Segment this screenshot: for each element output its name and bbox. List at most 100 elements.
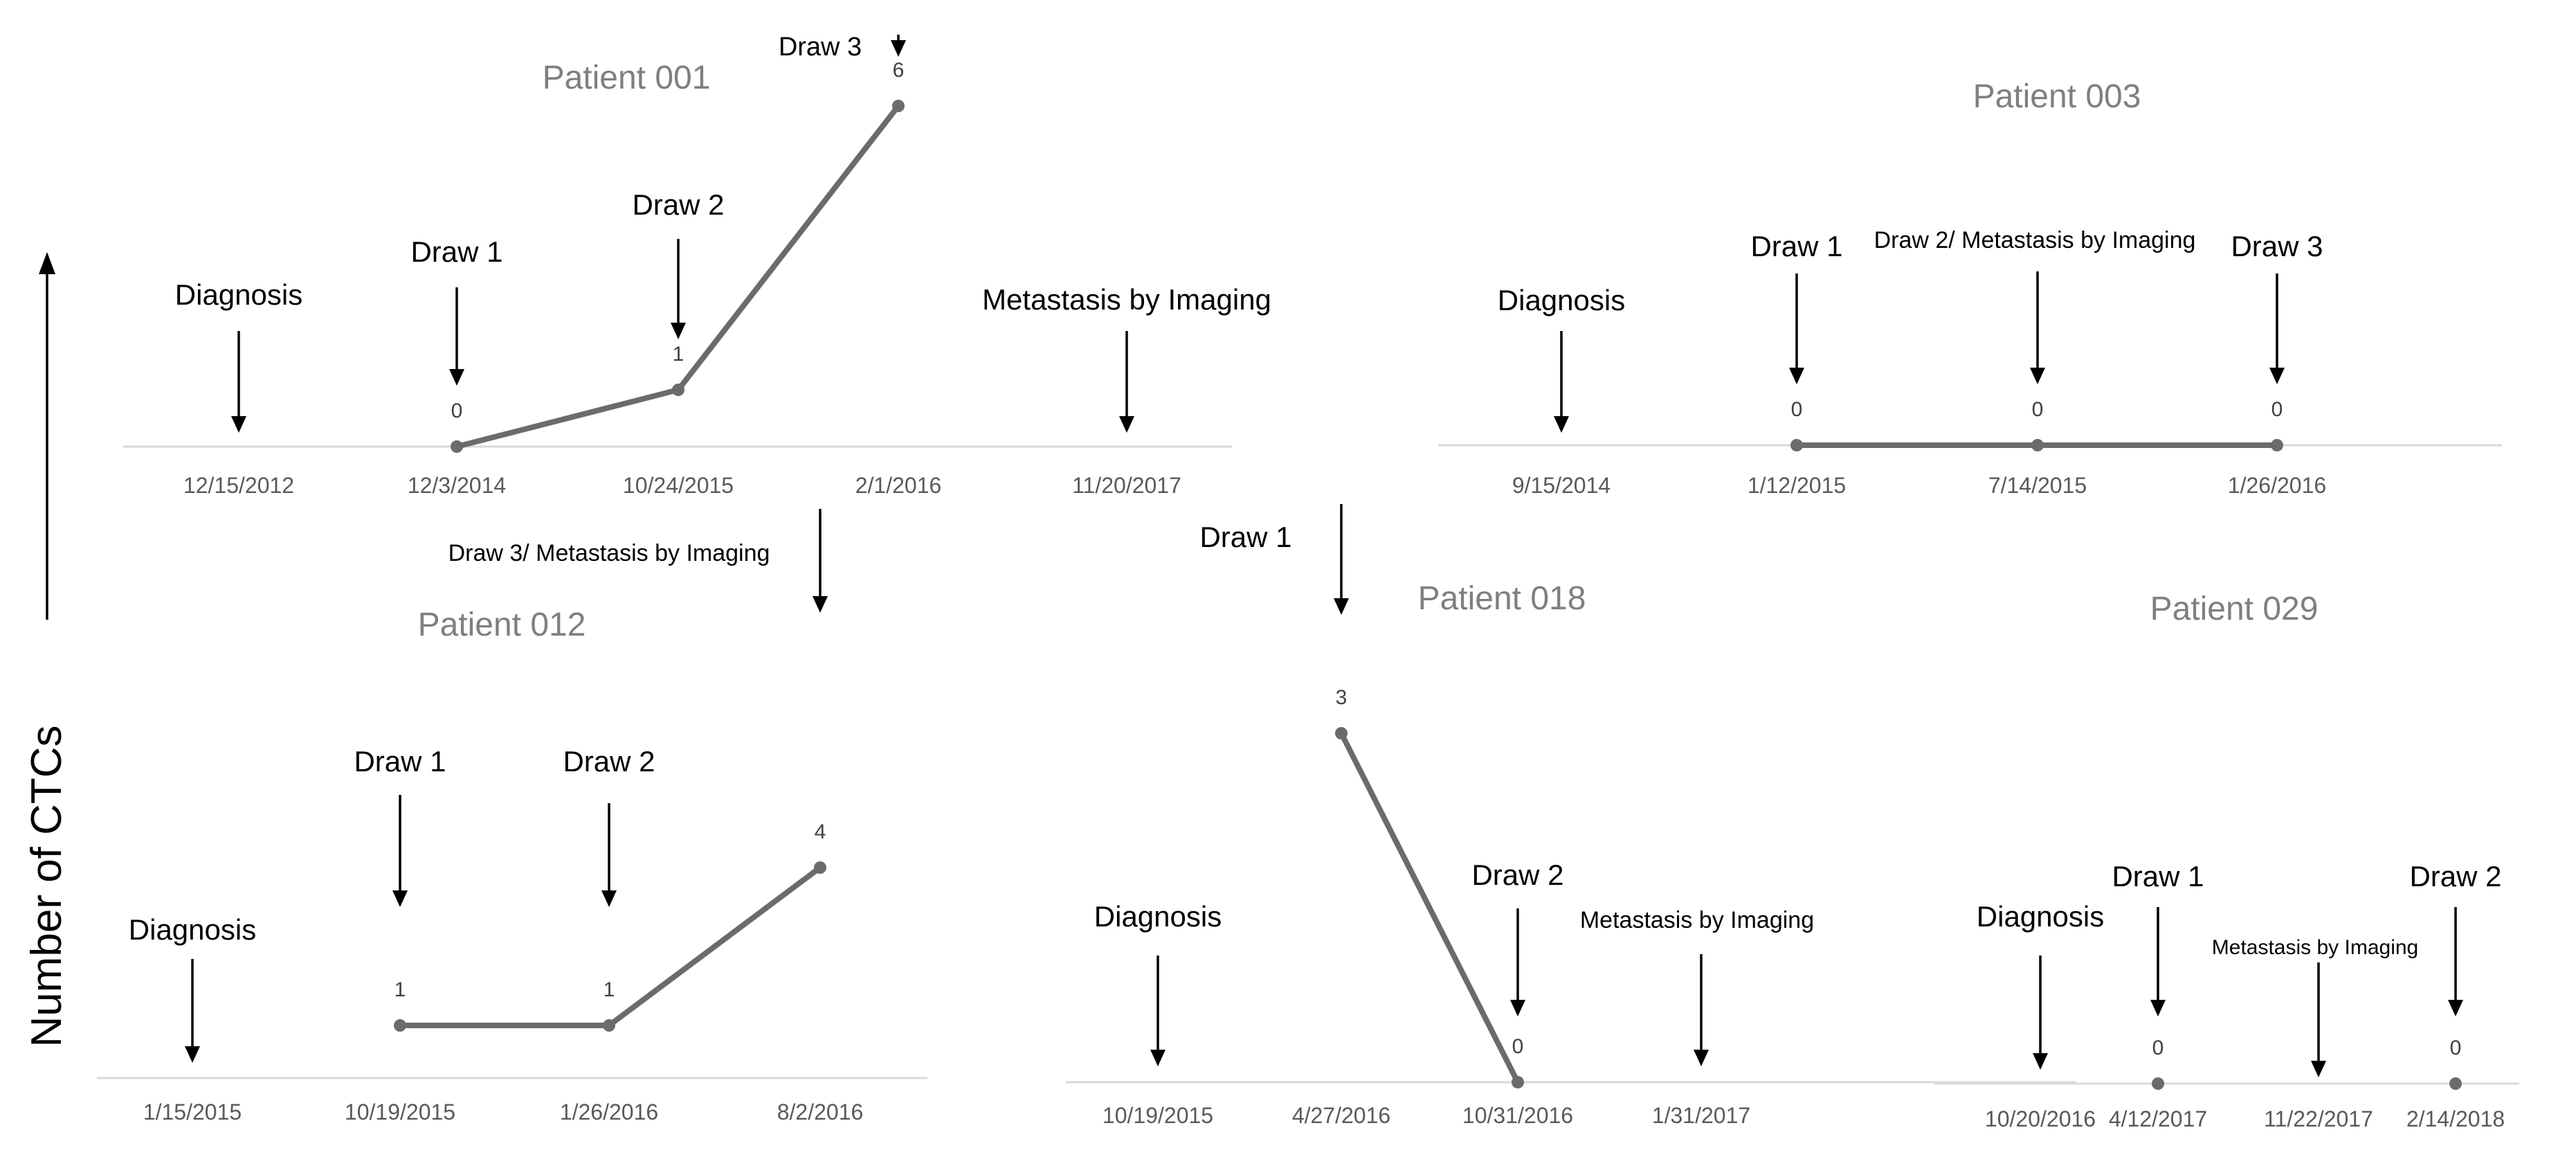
ctc-value-label: 0 bbox=[2450, 1037, 2462, 1059]
ctc-data-point bbox=[2152, 1077, 2164, 1090]
ctc-data-point bbox=[892, 100, 905, 112]
event-label: Draw 1 bbox=[354, 745, 446, 778]
event-label: Draw 1 bbox=[2112, 860, 2204, 893]
event-arrow-head bbox=[1334, 598, 1349, 615]
event-arrow-head bbox=[2448, 1000, 2463, 1016]
y-axis-arrow-head bbox=[39, 252, 55, 274]
panel-1: Patient 001 12/15/2012 12/3/2014 10/24/2015… bbox=[123, 33, 1271, 498]
x-tick-label: 10/19/2015 bbox=[1103, 1103, 1213, 1128]
ctc-value-label: 0 bbox=[1791, 398, 1803, 421]
ctc-value-label: 1 bbox=[604, 978, 615, 1001]
ctc-data-point bbox=[672, 384, 684, 396]
event-arrow-head bbox=[1150, 1050, 1165, 1066]
event-label: Draw 2 bbox=[563, 745, 655, 778]
x-tick-label: 7/14/2015 bbox=[1988, 473, 2087, 498]
event-arrow-head bbox=[2150, 1000, 2166, 1016]
ctc-value-label: 3 bbox=[1336, 686, 1348, 709]
panel-2: Patient 003 9/15/2014 1/12/2015 7/14/2015 1/… bbox=[1438, 78, 2502, 498]
event-label: Draw 2/ Metastasis by Imaging bbox=[1874, 227, 2196, 253]
event-label: Draw 1 bbox=[410, 235, 502, 268]
ctc-value-label: 0 bbox=[2032, 398, 2044, 421]
event-label: Diagnosis bbox=[175, 278, 302, 311]
event-arrow-head bbox=[601, 890, 617, 907]
event-label: Draw 2 bbox=[632, 188, 724, 221]
y-axis-label: Number of CTCs bbox=[23, 725, 71, 1047]
panel-title: Patient 001 bbox=[543, 60, 711, 96]
x-tick-label: 8/2/2016 bbox=[777, 1100, 864, 1124]
ctc-data-point bbox=[1512, 1076, 1524, 1088]
ctc-value-label: 0 bbox=[2271, 398, 2283, 421]
event-arrow-head bbox=[1510, 1000, 1525, 1016]
event-label: Diagnosis bbox=[1977, 900, 2104, 933]
x-tick-label: 2/1/2016 bbox=[855, 473, 942, 498]
chart-panels: Patient 001 12/15/2012 12/3/2014 10/24/2015… bbox=[97, 33, 2519, 1131]
ctc-value-label: 4 bbox=[815, 820, 826, 843]
x-tick-label: 1/26/2016 bbox=[560, 1100, 658, 1124]
x-tick-label: 1/15/2015 bbox=[143, 1100, 242, 1124]
ctc-value-label: 0 bbox=[2152, 1037, 2164, 1059]
x-tick-label: 1/31/2017 bbox=[1652, 1103, 1750, 1128]
x-tick-label: 11/20/2017 bbox=[1072, 473, 1181, 498]
event-label: Draw 3 bbox=[2231, 230, 2323, 262]
ctc-data-point bbox=[451, 440, 463, 453]
event-arrow-head bbox=[2311, 1061, 2326, 1077]
event-arrow-head bbox=[2269, 368, 2285, 384]
ctc-value-label: 1 bbox=[673, 343, 684, 366]
event-arrow-head bbox=[891, 40, 906, 57]
event-arrow-head bbox=[231, 416, 246, 433]
x-tick-label: 4/12/2017 bbox=[2109, 1106, 2207, 1131]
event-label: Metastasis by Imaging bbox=[2212, 936, 2418, 959]
event-label: Draw 3/ Metastasis by Imaging bbox=[448, 540, 770, 566]
x-tick-label: 12/3/2014 bbox=[408, 473, 506, 498]
event-label: Diagnosis bbox=[129, 913, 256, 946]
x-tick-label: 12/15/2012 bbox=[183, 473, 294, 498]
x-tick-label: 9/15/2014 bbox=[1512, 473, 1611, 498]
ctc-data-point bbox=[394, 1019, 406, 1032]
event-arrow-head bbox=[813, 596, 828, 613]
event-label: Draw 1 bbox=[1199, 521, 1291, 553]
event-arrow-head bbox=[2033, 1053, 2048, 1070]
x-tick-label: 1/26/2016 bbox=[2228, 473, 2326, 498]
ctc-series-line bbox=[1339, 730, 1521, 1085]
panel-3: Patient 012 1/15/2015 10/19/2015 1/26/2016 8… bbox=[97, 509, 927, 1124]
event-arrow-head bbox=[1694, 1050, 1709, 1066]
event-label: Draw 1 bbox=[1750, 230, 1842, 262]
event-arrow-head bbox=[2030, 368, 2045, 384]
event-label: Draw 2 bbox=[2409, 860, 2501, 893]
panel-title: Patient 018 bbox=[1418, 580, 1586, 617]
event-arrow-head bbox=[1119, 416, 1134, 433]
panel-title: Patient 012 bbox=[418, 607, 586, 643]
event-label: Diagnosis bbox=[1498, 284, 1625, 316]
ctc-data-point bbox=[2271, 439, 2283, 451]
ctc-data-point bbox=[603, 1019, 615, 1032]
event-arrow-head bbox=[449, 369, 464, 386]
x-tick-label: 10/24/2015 bbox=[623, 473, 734, 498]
ctc-value-label: 1 bbox=[394, 978, 406, 1001]
panel-4: Patient 018 10/19/2015 4/27/2016 10/31/2016… bbox=[1066, 504, 2076, 1128]
panel-title: Patient 003 bbox=[1973, 78, 2141, 115]
x-tick-label: 10/19/2015 bbox=[345, 1100, 455, 1124]
event-arrow-head bbox=[185, 1046, 200, 1063]
x-tick-label: 1/12/2015 bbox=[1748, 473, 1846, 498]
event-label: Diagnosis bbox=[1094, 900, 1222, 933]
event-label: Draw 3 bbox=[779, 33, 862, 62]
ctc-data-point bbox=[1790, 439, 1803, 451]
x-tick-label: 4/27/2016 bbox=[1292, 1103, 1390, 1128]
event-arrow-head bbox=[392, 890, 408, 907]
ctc-value-label: 6 bbox=[893, 59, 905, 82]
panel-5: Patient 029 10/20/2016 4/12/2017 11/22/2017… bbox=[1934, 591, 2519, 1131]
event-label: Metastasis by Imaging bbox=[982, 283, 1271, 316]
ctc-data-point bbox=[1335, 727, 1348, 739]
x-tick-label: 11/22/2017 bbox=[2264, 1106, 2373, 1131]
ctc-data-point bbox=[2031, 439, 2044, 451]
event-arrow-head bbox=[1554, 416, 1569, 433]
ctc-data-point bbox=[814, 861, 826, 874]
ctc-data-point bbox=[2449, 1077, 2462, 1090]
x-tick-label: 10/20/2016 bbox=[1985, 1106, 2096, 1131]
event-label: Metastasis by Imaging bbox=[1580, 907, 1814, 933]
event-arrow-head bbox=[1789, 368, 1804, 384]
panel-title: Patient 029 bbox=[2150, 591, 2319, 627]
x-tick-label: 10/31/2016 bbox=[1462, 1103, 1573, 1128]
ctc-value-label: 0 bbox=[451, 400, 463, 422]
